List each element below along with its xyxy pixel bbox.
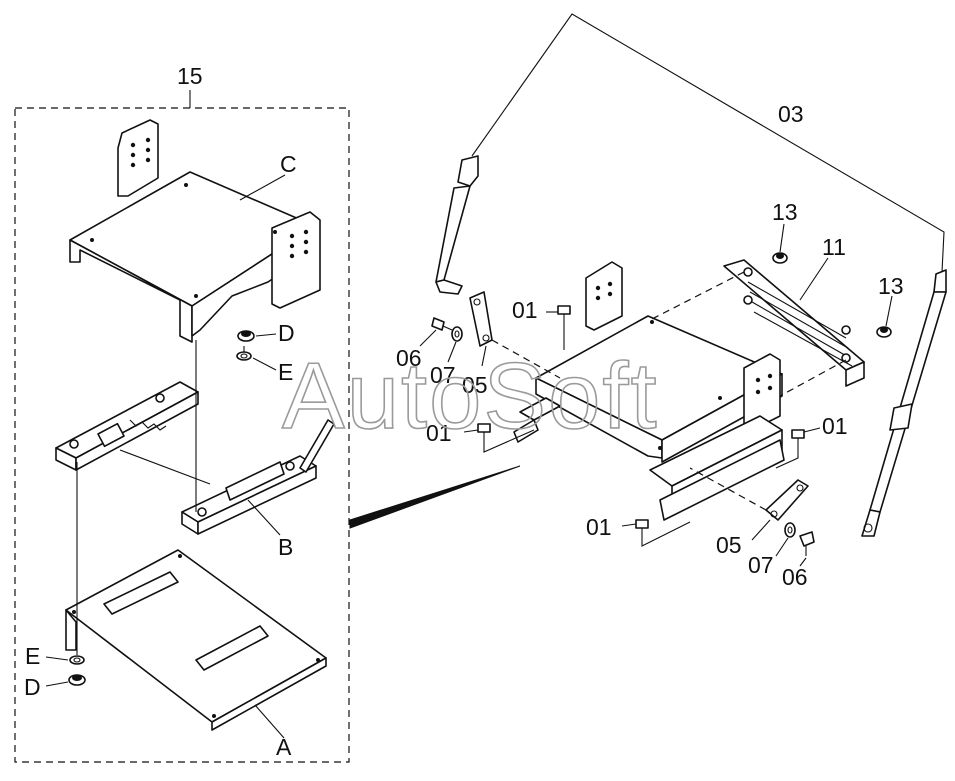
nut-d-upper (237, 330, 255, 342)
callout-c: C (280, 151, 297, 177)
washer-e-upper (236, 351, 252, 361)
bolt-13-right (876, 326, 892, 338)
seat-mount-assembly (513, 261, 785, 521)
washer-07-right (784, 522, 796, 538)
callout-01-left: 01 (426, 420, 452, 446)
bracket-11 (723, 259, 865, 387)
bolt-01-right (791, 429, 805, 452)
callout-05-right: 05 (716, 532, 742, 558)
callout-a: A (276, 734, 292, 760)
bolt-06-left (431, 317, 453, 331)
callout-07-left: 07 (430, 362, 456, 388)
bolt-01-top (557, 305, 571, 326)
link-05-right (765, 479, 809, 521)
bolt-01-bottom (635, 519, 649, 542)
bolt-06-right (799, 531, 815, 556)
callout-b: B (278, 534, 293, 560)
callout-01-top: 01 (512, 297, 538, 323)
callout-13-left: 13 (772, 199, 798, 225)
bolt-13-left (772, 252, 788, 264)
callout-07-right: 07 (748, 552, 774, 578)
slide-rail-b (55, 381, 335, 535)
callout-03: 03 (778, 101, 804, 127)
callout-e-upper: E (278, 359, 293, 385)
group-15-dashed-frame (14, 107, 350, 763)
nut-d-lower (68, 674, 86, 686)
watermark: AutoSoft (282, 343, 659, 448)
base-plate-a (65, 549, 327, 731)
callout-d-upper: D (278, 320, 295, 346)
washer-e-lower (69, 655, 85, 665)
callout-13-right: 13 (878, 273, 904, 299)
callout-01-bottom: 01 (586, 514, 612, 540)
callout-e-lower: E (25, 643, 40, 669)
link-05-left (469, 291, 493, 347)
callout-01-right: 01 (822, 413, 848, 439)
washer-07-left (451, 326, 463, 342)
callout-06-left: 06 (396, 345, 422, 371)
callout-11: 11 (822, 234, 846, 260)
callout-15: 15 (177, 63, 203, 89)
seat-belt-right-strap (861, 269, 947, 537)
seat-belt-left-buckle (435, 155, 479, 295)
callout-d-lower: D (24, 674, 41, 700)
bolt-01-left (477, 423, 491, 446)
callout-05-left: 05 (462, 372, 488, 398)
bracket-c (69, 119, 321, 343)
transition-arrow (349, 465, 521, 529)
callout-06-right: 06 (782, 564, 808, 590)
